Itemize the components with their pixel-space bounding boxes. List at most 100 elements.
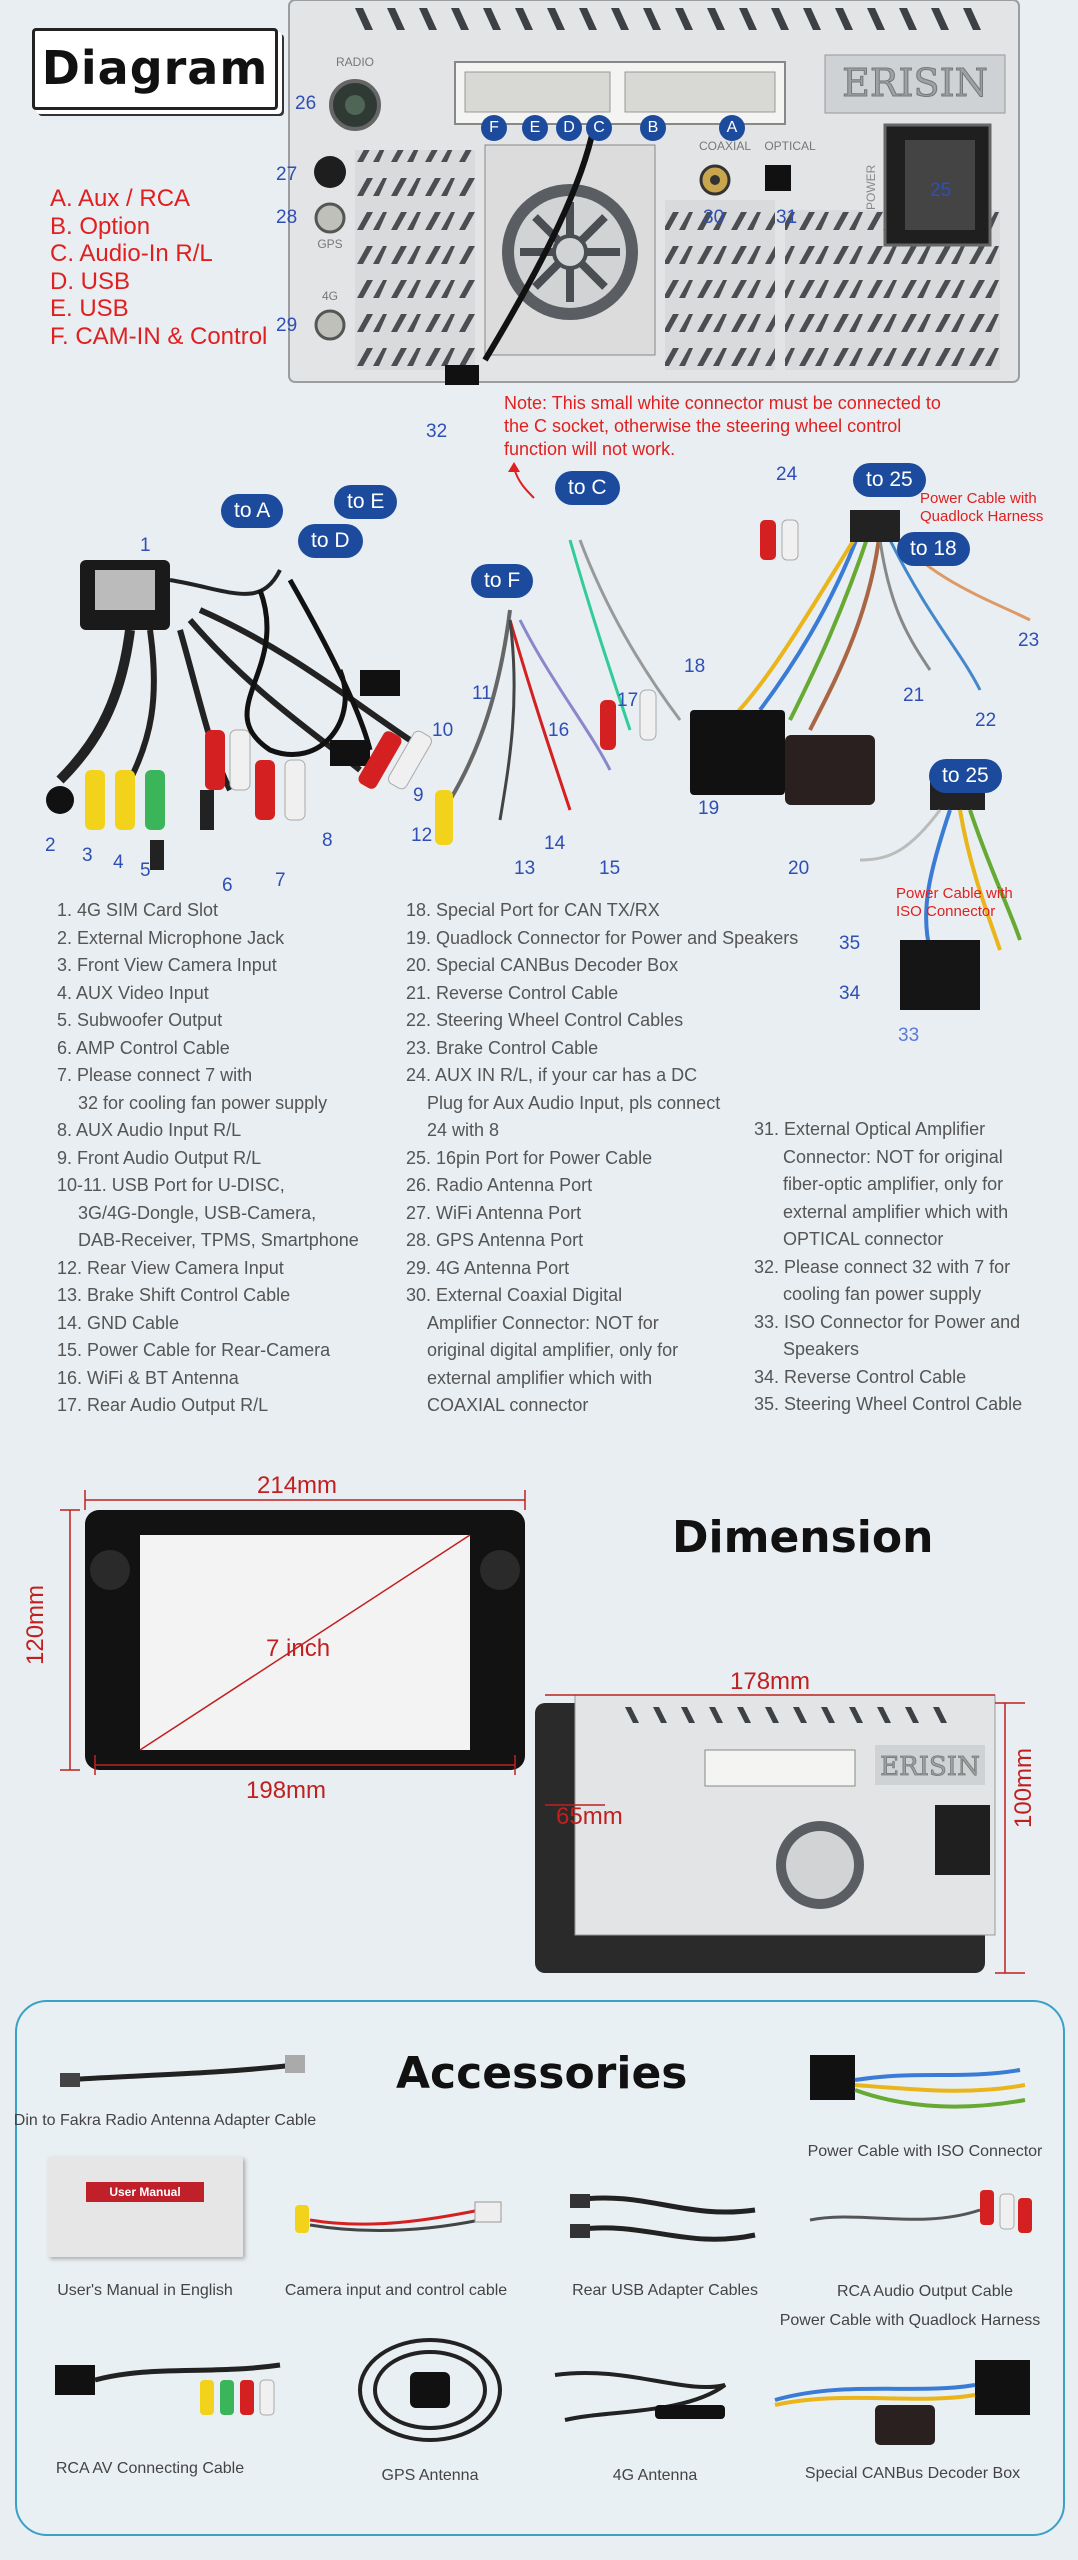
list-item-27: 27. WiFi Antenna Port — [406, 1202, 582, 1223]
label-28: 28 — [276, 207, 298, 228]
gps-antenna-image — [358, 2338, 502, 2442]
bubble-to-25-quadlock: to 25 — [853, 463, 926, 497]
dimension-title: Dimension — [672, 1512, 934, 1563]
caption-rear-usb-cable: Rear USB Adapter Cables — [572, 2282, 758, 2299]
list-item-14: 14. GND Cable — [57, 1312, 180, 1333]
list-item-35: 35. Steering Wheel Control Cable — [754, 1394, 1023, 1414]
list-item-31-cont: Connector: NOT for original — [783, 1146, 1003, 1167]
list-item-30: 30. External Coaxial Digital — [406, 1285, 623, 1305]
list-item-6: 6. AMP Control Cable — [57, 1037, 230, 1058]
list-item-17: 17. Rear Audio Output R/L — [57, 1395, 269, 1415]
cable-number-13: 13 — [514, 858, 536, 879]
list-item-12: 12. Rear View Camera Input — [57, 1257, 284, 1278]
port-legend: A. Aux / RCA B. Option C. Audio-In R/L D… — [50, 185, 267, 350]
cable-number-4: 4 — [113, 852, 124, 873]
screen-size-label: 7 inch — [266, 1635, 331, 1662]
cable-number-8: 8 — [322, 830, 333, 851]
cable-number-12: 12 — [411, 825, 433, 846]
list-item-30-cont4: COAXIAL connector — [427, 1395, 589, 1415]
list-item-9: 9. Front Audio Output R/L — [57, 1147, 262, 1168]
front-bottom-width-label: 198mm — [246, 1777, 327, 1804]
canbus-decoder-image — [774, 2360, 1030, 2445]
rear-brand-text: ERISIN — [880, 1752, 980, 1782]
list-item-19: 19. Quadlock Connector for Power and Spe… — [406, 927, 799, 948]
cable-number-21: 21 — [903, 685, 925, 706]
head-unit-rear-panel: ERISIN RADIO GPS 4G COAXIAL OPTICAL POWE… — [288, 0, 1020, 385]
list-item-10-11-cont: 3G/4G-Dongle, USB-Camera, — [78, 1202, 317, 1223]
cable-number-11: 11 — [472, 683, 492, 704]
list-item-1: 1. 4G SIM Card Slot — [57, 900, 219, 920]
list-item-31: 31. External Optical Amplifier — [754, 1119, 986, 1139]
cable-number-24: 24 — [776, 464, 798, 485]
camera-cable-image — [295, 2201, 502, 2233]
list-item-4: 4. AUX Video Input — [57, 982, 209, 1003]
bubble-to-25-iso: to 25 — [929, 759, 1002, 793]
list-item-7-cont: 32 for cooling fan power supply — [78, 1092, 328, 1113]
list-item-24-cont: Plug for Aux Audio Input, pls connect — [427, 1092, 721, 1113]
list-item-18: 18. Special Port for CAN TX/RX — [406, 900, 660, 920]
list-item-26: 26. Radio Antenna Port — [406, 1175, 593, 1195]
4g-antenna-image — [554, 2370, 727, 2422]
legend-item-e: E. USB — [50, 295, 129, 322]
label-29: 29 — [276, 315, 298, 336]
cable-number-19: 19 — [698, 798, 720, 819]
socket-letter-a: A — [719, 115, 745, 141]
caption-quadlock-harness: Power Cable with Quadlock Harness — [779, 2312, 1041, 2329]
legend-item-f: F. CAM-IN & Control — [50, 322, 268, 350]
cable-number-35: 35 — [839, 933, 861, 954]
list-item-2: 2. External Microphone Jack — [57, 927, 285, 948]
socket-letter-c: C — [586, 115, 612, 141]
label-27: 27 — [276, 164, 298, 185]
list-item-20: 20. Special CANBus Decoder Box — [406, 955, 679, 975]
list-item-5: 5. Subwoofer Output — [57, 1010, 223, 1030]
list-item-8: 8. AUX Audio Input R/L — [57, 1120, 242, 1140]
cable-number-7: 7 — [275, 870, 286, 891]
list-item-13: 13. Brake Shift Control Cable — [57, 1285, 291, 1305]
bubble-to-f: to F — [471, 564, 534, 598]
quadlock-harness-note: Power Cable with Quadlock Harness — [920, 490, 1044, 525]
antenna-adapter-image — [60, 2055, 305, 2087]
front-height-label: 120mm — [22, 1584, 49, 1665]
description-list-col3: 31. External Optical Amplifier Connector… — [754, 1116, 1054, 1419]
cable-number-16: 16 — [548, 720, 570, 741]
list-item-30-cont3: external amplifier which with — [427, 1367, 653, 1388]
socket-letter-f: F — [481, 115, 507, 141]
depth-label: 65mm — [556, 1803, 623, 1830]
caption-user-manual: User's Manual in English — [57, 2282, 233, 2299]
caption-4g-antenna: 4G Antenna — [612, 2467, 698, 2484]
label-32: 32 — [426, 421, 448, 442]
label-31: 31 — [776, 207, 798, 228]
cable-number-15: 15 — [599, 858, 621, 879]
list-item-31-cont3: external amplifier which with — [783, 1201, 1009, 1222]
label-26: 26 — [295, 93, 317, 114]
legend-item-a: A. Aux / RCA — [50, 185, 191, 212]
cable-number-9: 9 — [413, 785, 424, 806]
list-item-33: 33. ISO Connector for Power and — [754, 1311, 1021, 1332]
socket-letter-b: B — [640, 115, 666, 141]
cable-number-20: 20 — [788, 858, 810, 879]
cable-number-34: 34 — [839, 983, 861, 1004]
bubble-to-e: to E — [334, 485, 398, 519]
list-item-30-cont: Amplifier Connector: NOT for — [427, 1312, 659, 1333]
iso-power-cable-image — [810, 2055, 1026, 2109]
cable-number-6: 6 — [222, 875, 233, 896]
caption-antenna-adapter: Din to Fakra Radio Antenna Adapter Cable — [13, 2112, 317, 2129]
list-item-29: 29. 4G Antenna Port — [406, 1257, 570, 1278]
legend-item-d: D. USB — [50, 267, 131, 295]
caption-rca-av-cable: RCA AV Connecting Cable — [55, 2460, 245, 2477]
power-socket-label: POWER — [864, 164, 878, 210]
list-item-24-cont2: 24 with 8 — [427, 1120, 500, 1140]
iso-connector-note: Power Cable with ISO Connector — [896, 885, 1013, 920]
user-manual-image: User Manual — [48, 2157, 243, 2257]
list-item-21: 21. Reverse Control Cable — [406, 982, 619, 1003]
cable-number-1: 1 — [140, 535, 151, 556]
bubble-to-18: to 18 — [897, 532, 970, 566]
optical-port-label: OPTICAL — [764, 139, 816, 153]
caption-canbus-decoder: Special CANBus Decoder Box — [804, 2465, 1021, 2482]
cable-number-17: 17 — [617, 690, 639, 711]
note-arrow-icon — [508, 462, 535, 499]
rca-audio-cable-image — [809, 2190, 1032, 2233]
radio-port-label: RADIO — [336, 55, 374, 69]
coaxial-port-label: COAXIAL — [699, 139, 751, 153]
caption-rca-audio-cable: RCA Audio Output Cable — [836, 2283, 1014, 2300]
